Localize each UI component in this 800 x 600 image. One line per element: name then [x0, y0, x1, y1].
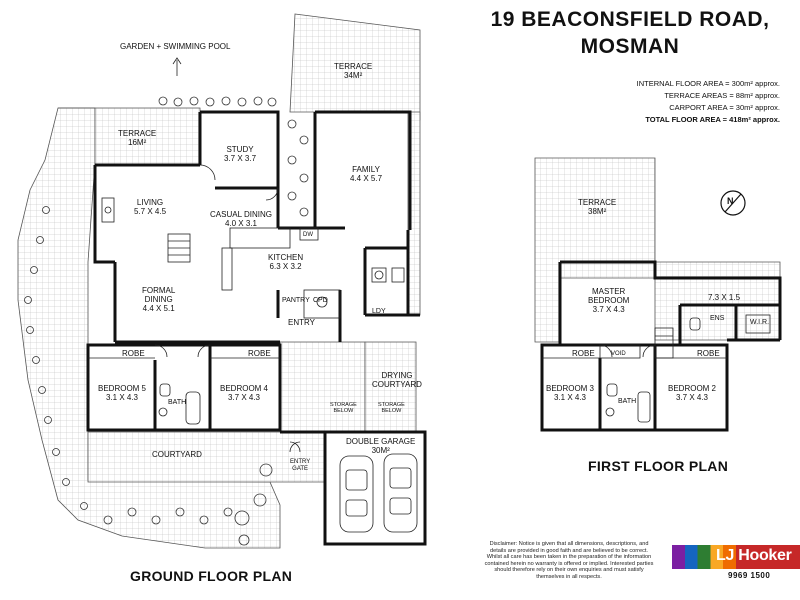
- agency-phone: 9969 1500: [728, 571, 771, 580]
- ground-floor-plan-title: GROUND FLOOR PLAN: [130, 568, 293, 584]
- first-terrace-paving: [534, 157, 781, 343]
- entry-label: ENTRY: [288, 318, 315, 327]
- first-robe-left-label: ROBE: [572, 349, 595, 358]
- garden-pool-label: GARDEN + SWIMMING POOL: [120, 42, 231, 51]
- first-bath-label: BATH: [618, 398, 637, 405]
- ground-floor-walls: [86, 110, 427, 546]
- cpd-label: CPD: [313, 297, 328, 304]
- dw-label: DW: [303, 232, 313, 238]
- courtyard-label: COURTYARD: [152, 450, 202, 459]
- address-line-2: MOSMAN: [580, 35, 680, 58]
- ground-floor-fittings: [88, 57, 418, 533]
- ground-terrace-large-label: TERRACE34m²: [334, 62, 373, 80]
- disclaimer-text: Disclaimer: Notice is given that all dim…: [484, 541, 654, 580]
- bedroom3-label: BEDROOM 33.1 x 4.3: [546, 384, 595, 402]
- ground-terrace-small-label: TERRACE16m²: [118, 129, 157, 147]
- double-garage-label: DOUBLE GARAGE30m²: [346, 437, 416, 455]
- ensuite-dimension-label: 7.3 x 1.5: [708, 293, 741, 302]
- first-terrace-label: TERRACE38m²: [578, 198, 617, 216]
- garden-plants: [24, 96, 309, 546]
- ldy-label: LDY: [372, 308, 386, 315]
- carport-area: CARPORT AREA = 30m² approx.: [669, 103, 780, 112]
- bedroom2-label: BEDROOM 23.7 x 4.3: [668, 384, 717, 402]
- agency-name: LJ Hooker: [716, 547, 792, 564]
- total-area: TOTAL FLOOR AREA = 418m² approx.: [645, 115, 780, 124]
- agency-logo: LJ Hooker 9969 1500: [672, 545, 800, 580]
- bath-label: BATH: [168, 399, 187, 406]
- bedroom5-label: BEDROOM 53.1 x 4.3: [98, 384, 147, 402]
- robe-right-label: ROBE: [248, 349, 271, 358]
- north-compass-icon: [720, 190, 746, 216]
- void-label: VOID: [611, 351, 626, 357]
- bedroom4-label: BEDROOM 43.7 x 4.3: [220, 384, 269, 402]
- wir-label: W.I.R.: [750, 319, 770, 326]
- address-line-1: 19 BEACONSFIELD ROAD,: [490, 8, 770, 31]
- compass-north-label: N: [727, 196, 734, 206]
- pantry-label: PANTRY: [282, 297, 310, 304]
- ground-terrace-paving: [17, 13, 421, 549]
- terrace-area: TERRACE AREAS = 88m² approx.: [664, 91, 780, 100]
- area-summary: INTERNAL FLOOR AREA = 300m² approx. TERR…: [560, 78, 780, 126]
- internal-area: INTERNAL FLOOR AREA = 300m² approx.: [636, 79, 780, 88]
- first-robe-right-label: ROBE: [697, 349, 720, 358]
- property-address: 19 BEACONSFIELD ROAD, MOSMAN: [480, 6, 780, 60]
- first-floor-plan-title: FIRST FLOOR PLAN: [588, 458, 729, 474]
- first-floor-fittings: [542, 314, 771, 423]
- ensuite-label: ENS: [710, 315, 725, 322]
- robe-left-label: ROBE: [122, 349, 145, 358]
- logo-color-bar: [672, 545, 800, 569]
